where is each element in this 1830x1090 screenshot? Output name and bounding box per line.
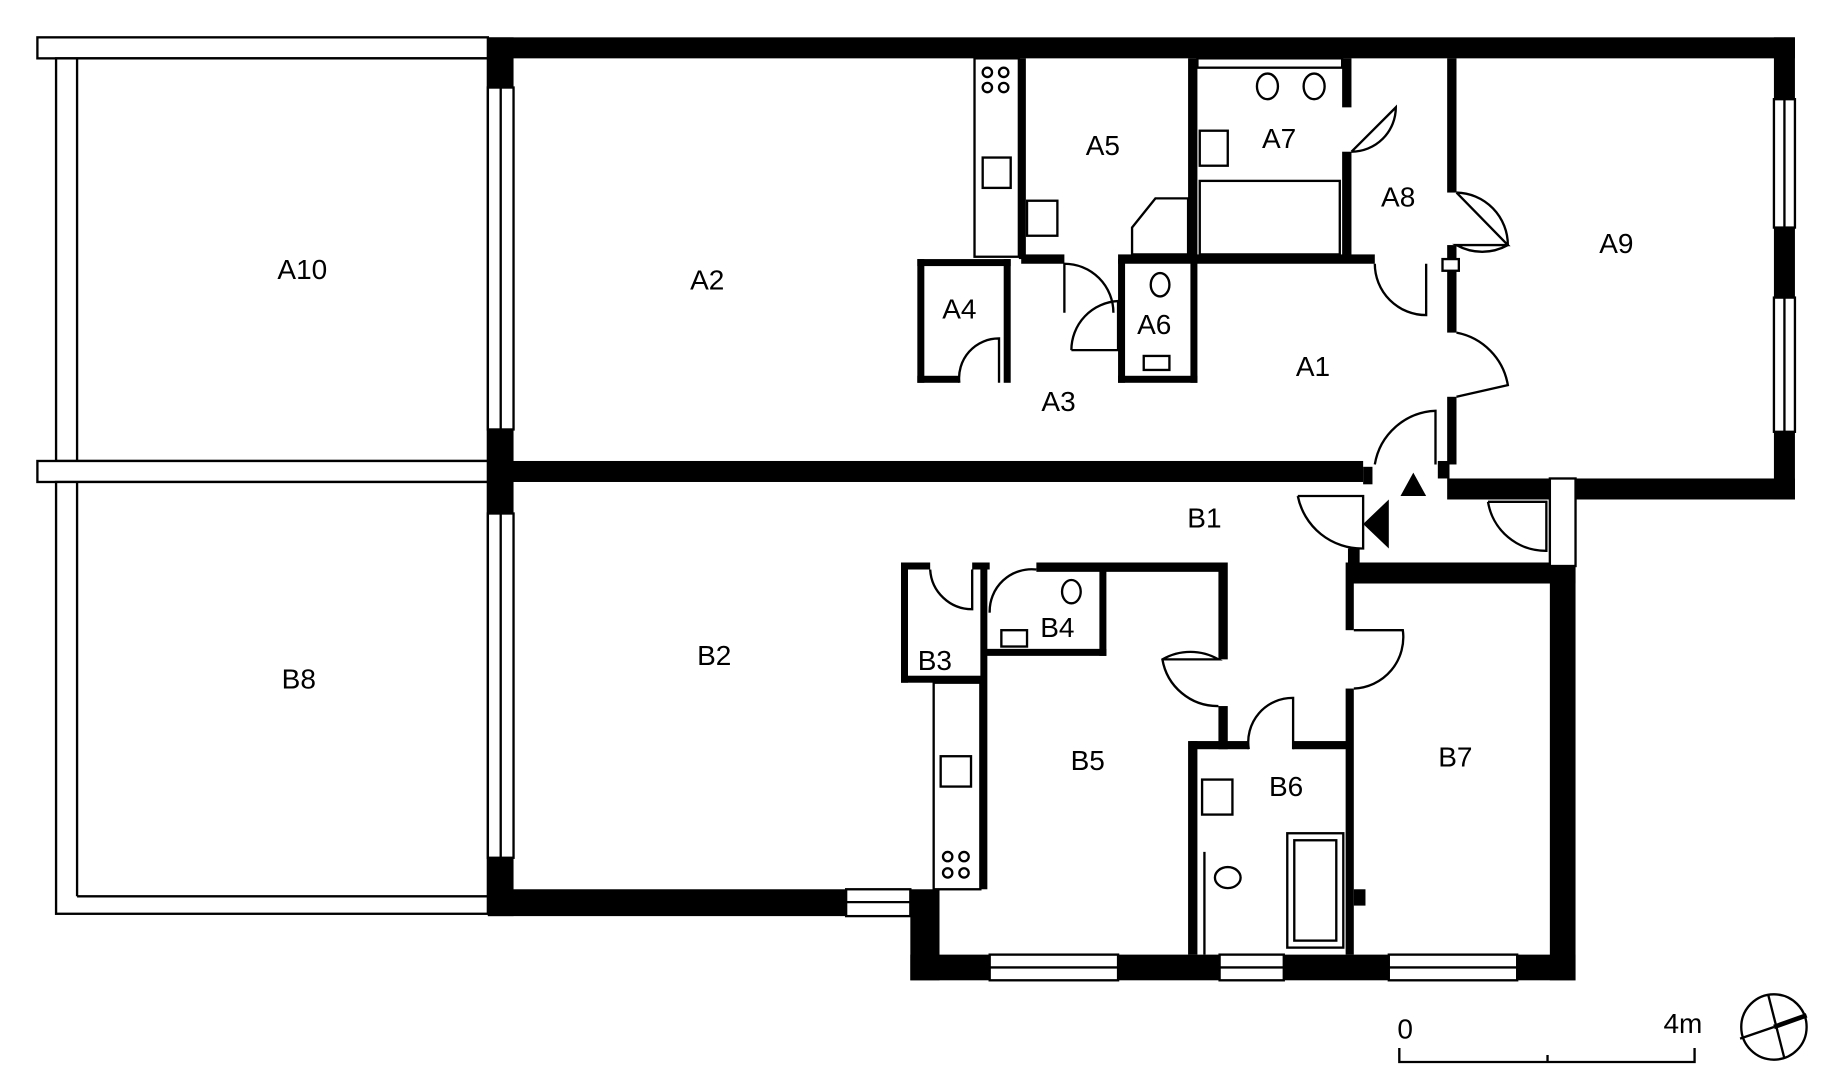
room-label-b8: B8 bbox=[282, 664, 316, 695]
room-label-b1: B1 bbox=[1187, 502, 1221, 533]
room-label-a6: A6 bbox=[1137, 309, 1171, 340]
room-label-b2: B2 bbox=[697, 640, 731, 671]
room-label-b7: B7 bbox=[1438, 742, 1472, 773]
room-label-b4: B4 bbox=[1040, 612, 1074, 643]
interior-walls bbox=[900, 58, 1460, 955]
room-label-a7: A7 bbox=[1262, 123, 1296, 154]
scale-bar: 0 4m bbox=[1397, 1008, 1702, 1064]
room-label-a8: A8 bbox=[1381, 182, 1415, 213]
fixtures bbox=[932, 57, 1345, 949]
north-arrow-icon bbox=[1739, 993, 1808, 1061]
doors bbox=[929, 104, 1548, 750]
windows bbox=[486, 57, 1797, 982]
room-label-a4: A4 bbox=[942, 294, 976, 325]
room-label-b5: B5 bbox=[1071, 745, 1105, 776]
room-label-a10: A10 bbox=[277, 254, 327, 285]
room-label-a2: A2 bbox=[690, 264, 724, 295]
room-label-a5: A5 bbox=[1086, 130, 1120, 161]
room-label-b6: B6 bbox=[1269, 771, 1303, 802]
room-label-a9: A9 bbox=[1599, 228, 1633, 259]
room-label-b3: B3 bbox=[918, 645, 952, 676]
room-labels: A1 A2 A3 A4 A5 A6 A7 A8 A9 A10 B1 B2 B3 … bbox=[277, 123, 1633, 802]
scale-end-label: 4m bbox=[1663, 1008, 1702, 1039]
balconies bbox=[36, 36, 490, 915]
room-label-a3: A3 bbox=[1041, 386, 1075, 417]
exterior-walls bbox=[487, 37, 1795, 981]
scale-start-label: 0 bbox=[1397, 1014, 1413, 1045]
room-label-a1: A1 bbox=[1296, 351, 1330, 382]
